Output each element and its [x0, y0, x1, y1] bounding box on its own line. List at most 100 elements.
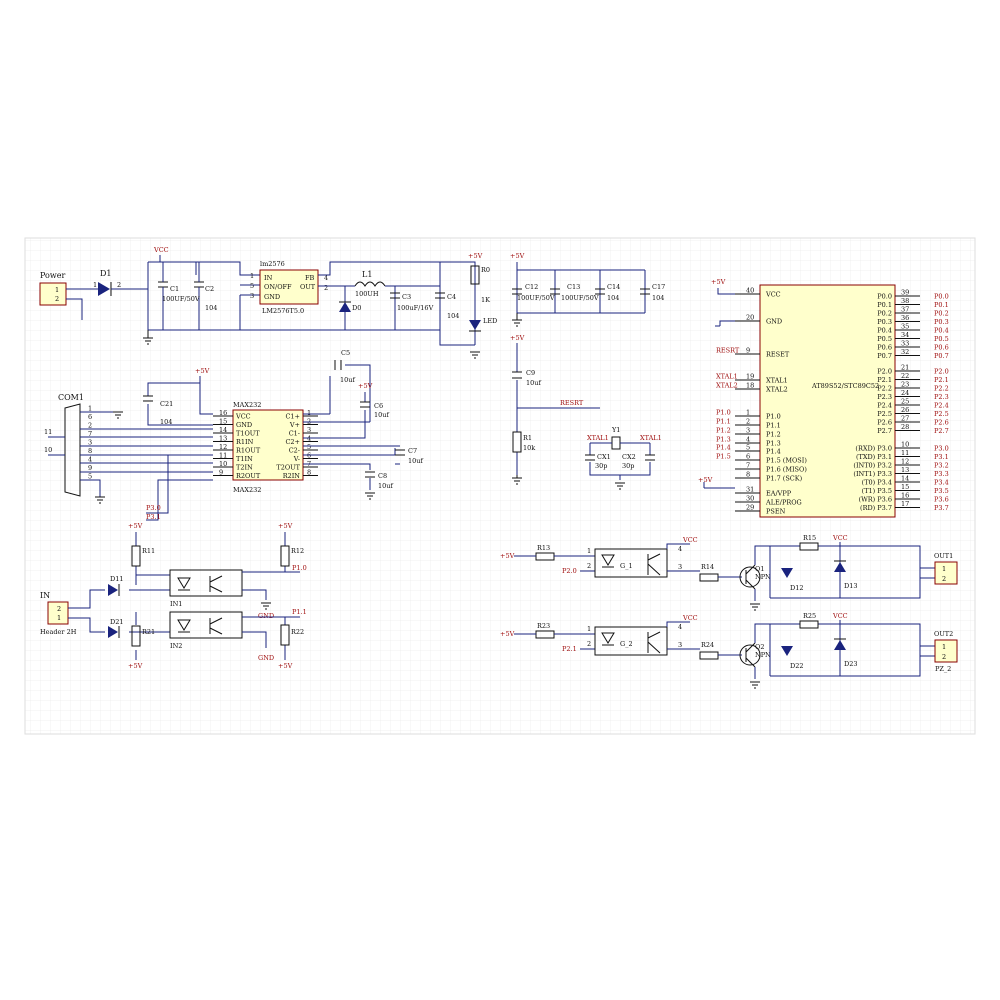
mcu-pin-number: 36 — [901, 314, 909, 322]
mcu-pin-name: (RD) P3.7 — [860, 504, 892, 512]
led-label: D22 — [790, 662, 803, 670]
transistor-type: NPN — [755, 651, 771, 659]
crystal-section: Y1 XTAL1 XTAL1 CX1 30p CX2 30p — [585, 426, 662, 490]
p5v-label-decoupling: +5V — [510, 252, 525, 260]
p10-net-label: P1.0 — [292, 564, 307, 572]
r1-value: 10k — [523, 444, 535, 452]
optocoupler-g_1[interactable] — [594, 548, 668, 578]
max232-pin-name: R1IN — [236, 438, 254, 446]
r11-label: R11 — [142, 547, 155, 555]
optocoupler-g_2[interactable] — [594, 626, 668, 656]
c17-label: C17 — [652, 283, 665, 291]
opto-pin: 3 — [678, 563, 682, 571]
p31-net-label: P3.1 — [146, 513, 161, 521]
mcu-net-label: P2.5 — [934, 410, 949, 418]
resistor-r25 — [799, 620, 819, 629]
db9-connector[interactable] — [64, 403, 81, 497]
mcu-pin-number: 39 — [901, 289, 909, 297]
p5v-label-max232: +5V — [195, 367, 210, 375]
mcu-pin-number: 30 — [746, 495, 754, 503]
mcu-net-label: P0.7 — [934, 352, 949, 360]
svg-text:2: 2 — [57, 605, 61, 613]
output-connector-1[interactable] — [934, 561, 958, 585]
led-label: LED — [483, 317, 497, 325]
output-pin: 1 — [942, 565, 946, 573]
c9-value: 10uf — [526, 379, 541, 387]
c2-label: C2 — [205, 285, 214, 293]
p5v-label-r22: +5V — [278, 662, 293, 670]
opto-pin: 2 — [587, 640, 591, 648]
svg-text:1: 1 — [57, 614, 61, 622]
transistor-q1 — [739, 566, 761, 588]
mcu-net-label: P0.5 — [934, 335, 949, 343]
in2-optocoupler[interactable] — [169, 611, 243, 639]
cx1-label: CX1 — [597, 453, 611, 461]
in-header-connector[interactable] — [47, 601, 69, 625]
mcu-net-label: P0.0 — [934, 293, 949, 301]
mcu-pin-name: P0.3 — [877, 318, 892, 326]
l1-value: 100UH — [355, 290, 379, 298]
max232-pin-number: 15 — [219, 418, 227, 426]
mcu-net-label: XTAL1 — [716, 373, 738, 381]
mcu-pin-number: 26 — [901, 406, 909, 414]
output-connector-2[interactable] — [934, 639, 958, 663]
c8-label: C8 — [378, 472, 387, 480]
d21-label: D21 — [110, 618, 123, 626]
power-connector[interactable] — [39, 282, 67, 306]
mcu-pin-name: (TXD) P3.1 — [856, 453, 892, 461]
c13-label: C13 — [567, 283, 580, 291]
diode-label: D23 — [844, 660, 857, 668]
svg-text:1: 1 — [250, 272, 254, 280]
mcu-part-label: AT89S52/STC89C52 — [811, 382, 879, 390]
at89s52-mcu[interactable] — [759, 284, 896, 518]
c1-label: C1 — [170, 285, 179, 293]
c12-label: C12 — [525, 283, 538, 291]
mcu-pin-name: P1.2 — [766, 431, 781, 439]
max232-pin-name: T2OUT — [276, 464, 300, 472]
c3-value: 100uF/16V — [397, 304, 434, 312]
mcu-pin-number: 40 — [746, 287, 754, 295]
mcu-net-label: XTAL2 — [716, 382, 738, 390]
db9-pin-9: 9 — [88, 464, 92, 472]
p5v-label-in1: +5V — [128, 522, 143, 530]
mcu-pin-number: 1 — [746, 409, 750, 417]
db9-pin-4: 4 — [88, 456, 92, 464]
xtal-net-right: XTAL1 — [640, 434, 662, 442]
led-d12 — [781, 568, 793, 578]
mcu-pin-name: P2.7 — [877, 427, 892, 435]
d1-label: D1 — [100, 269, 112, 278]
mcu-pin-name: P0.7 — [877, 352, 892, 360]
svg-text:GND: GND — [264, 293, 280, 301]
max232-pin-number: 13 — [219, 435, 227, 443]
r0-label: R0 — [481, 266, 490, 274]
svg-text:5: 5 — [250, 282, 254, 290]
mcu-pin-name: P2.4 — [877, 402, 892, 410]
r12-label: R12 — [291, 547, 304, 555]
vcc-label-power: VCC — [153, 246, 169, 254]
in1-label: IN1 — [170, 600, 182, 608]
in1-optocoupler[interactable] — [169, 569, 243, 597]
output-connector-label: OUT1 — [934, 552, 953, 560]
c1-value: 100UF/50V — [162, 295, 200, 303]
mcu-net-label: P3.5 — [934, 487, 949, 495]
max232-ic[interactable] — [232, 409, 304, 481]
mcu-net-label: P2.3 — [934, 393, 949, 401]
r1-resistor — [512, 431, 522, 453]
max232-pin-number: 12 — [219, 443, 227, 451]
d0-label: D0 — [352, 304, 361, 312]
mcu-pin-name: GND — [766, 318, 782, 326]
transistor-q2 — [739, 644, 761, 666]
mcu-pin-number: 19 — [746, 373, 754, 381]
c7-value: 10uf — [408, 457, 423, 465]
svg-text:FB: FB — [305, 274, 315, 282]
mcu-pin-number: 2 — [746, 418, 750, 426]
max232-pin-name: T1IN — [236, 455, 253, 463]
in-header-label: IN — [40, 591, 50, 600]
mcu-pin-name: (RXD) P3.0 — [855, 445, 892, 453]
mcu-net-label: P1.0 — [716, 409, 731, 417]
lm2576-regulator[interactable] — [259, 269, 319, 305]
p5v-label-mcu: +5V — [711, 278, 726, 286]
mcu-net-label: P3.3 — [934, 470, 949, 478]
